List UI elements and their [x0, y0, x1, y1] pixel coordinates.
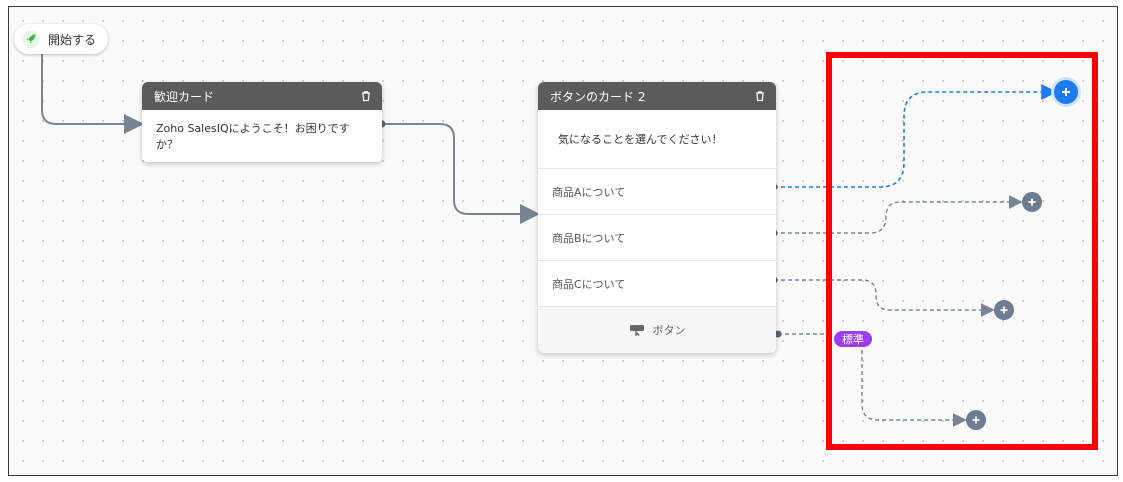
start-label: 開始する: [48, 32, 97, 47]
default-port[interactable]: [774, 330, 782, 338]
button-card-title: ボタンのカード 2: [550, 89, 646, 104]
link-start-to-welcome: [41, 52, 144, 134]
button-card[interactable]: ボタンのカード 2 気になることを選んでください！ 商品Aについて 商品Bについ…: [538, 82, 776, 353]
plus-circle-icon[interactable]: [994, 300, 1014, 320]
option-a[interactable]: 商品Aについて: [538, 169, 776, 215]
plus-circle-icon[interactable]: [966, 410, 986, 430]
footer-label: ボタン: [652, 324, 686, 337]
default-badge: 標準: [832, 329, 874, 349]
trash-icon[interactable]: [360, 90, 372, 102]
rocket-icon: [22, 30, 40, 48]
button-card-message: 気になることを選んでください！: [538, 110, 776, 169]
add-button-footer[interactable]: ボタン: [538, 307, 776, 353]
welcome-card-message: Zoho SalesIQにようこそ！お困りですか？: [156, 122, 350, 151]
highlight-frame: [826, 52, 1098, 450]
plus-circle-icon[interactable]: [1054, 80, 1078, 104]
link-welcome-to-buttons: [382, 123, 540, 224]
link-option-a: [774, 84, 1058, 188]
option-c[interactable]: 商品Cについて: [538, 261, 776, 307]
link-option-c: [774, 279, 995, 317]
button-card-header: ボタンのカード 2: [538, 82, 776, 110]
option-b[interactable]: 商品Bについて: [538, 215, 776, 261]
start-node[interactable]: 開始する: [14, 24, 109, 54]
link-default: [778, 333, 964, 420]
button-icon: [629, 324, 645, 336]
welcome-card-title: 歓迎カード: [154, 89, 215, 104]
trash-icon[interactable]: [754, 90, 766, 102]
plus-circle-icon[interactable]: [1022, 192, 1042, 212]
welcome-card-header: 歓迎カード: [142, 82, 382, 110]
welcome-card[interactable]: 歓迎カード Zoho SalesIQにようこそ！お困りですか？: [142, 82, 382, 162]
link-option-b: [774, 195, 1023, 234]
